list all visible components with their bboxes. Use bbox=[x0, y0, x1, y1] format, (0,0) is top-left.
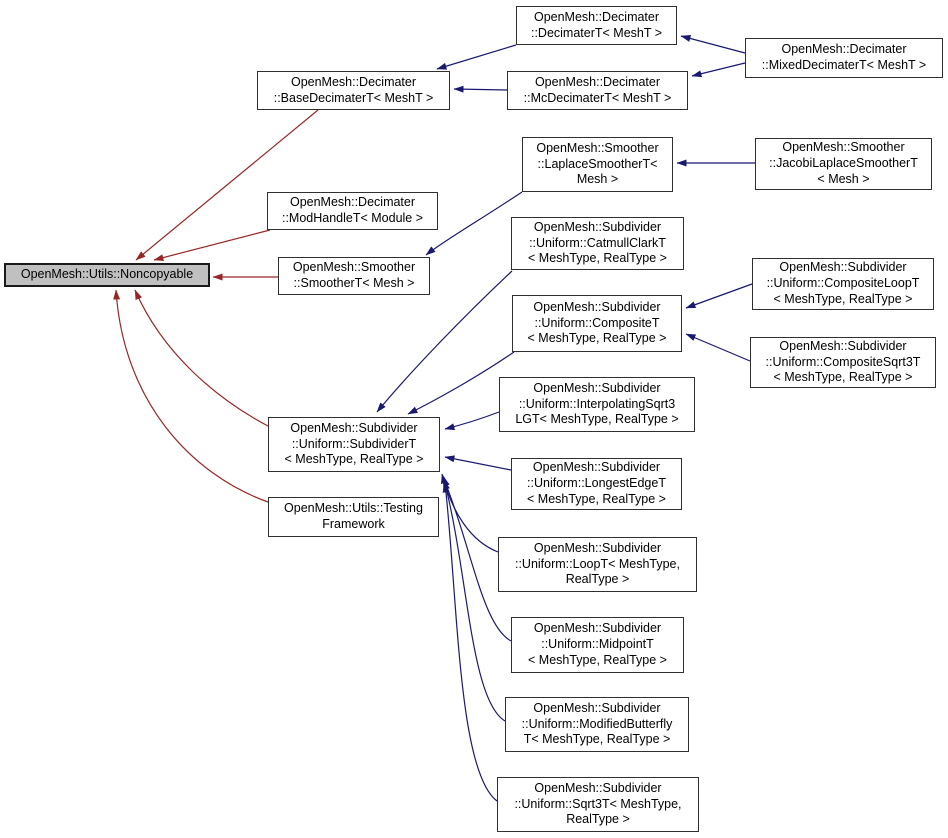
edge-mixeddecimater-to-decimater bbox=[680, 35, 746, 54]
class-node-subdivider[interactable]: OpenMesh::Subdivider ::Uniform::Subdivid… bbox=[268, 417, 440, 472]
edge-mixeddecimater-to-mcdecimater bbox=[691, 62, 746, 78]
edge-testingframework-to-noncopyable bbox=[113, 289, 269, 503]
edge-compositeloop-to-composite bbox=[685, 283, 753, 309]
class-node-longest-edge[interactable]: OpenMesh::Subdivider ::Uniform::LongestE… bbox=[511, 458, 682, 510]
edge-decimater-to-basedecimater bbox=[436, 44, 517, 70]
class-node-composite-loop[interactable]: OpenMesh::Subdivider ::Uniform::Composit… bbox=[752, 258, 934, 310]
class-node-testing-framework[interactable]: OpenMesh::Utils::Testing Framework bbox=[268, 497, 439, 537]
class-node-noncopyable: OpenMesh::Utils::Noncopyable bbox=[4, 263, 210, 287]
edge-midpoint-to-subdivider bbox=[442, 476, 512, 642]
edge-subdivider-to-noncopyable bbox=[134, 289, 269, 427]
edge-compositesqrt3-to-composite bbox=[685, 333, 751, 362]
edge-modhandle-to-noncopyable bbox=[153, 229, 271, 262]
class-node-decimater[interactable]: OpenMesh::Decimater ::DecimaterT< MeshT … bbox=[516, 6, 677, 45]
class-node-loop[interactable]: OpenMesh::Subdivider ::Uniform::LoopT< M… bbox=[498, 537, 697, 592]
class-node-composite[interactable]: OpenMesh::Subdivider ::Uniform::Composit… bbox=[512, 295, 682, 352]
class-node-smoother[interactable]: OpenMesh::Smoother ::SmootherT< Mesh > bbox=[278, 257, 430, 295]
class-node-jacobi-laplace[interactable]: OpenMesh::Smoother ::JacobiLaplaceSmooth… bbox=[755, 138, 932, 190]
class-node-modified-butterfly[interactable]: OpenMesh::Subdivider ::Uniform::Modified… bbox=[505, 697, 689, 752]
class-node-midpoint[interactable]: OpenMesh::Subdivider ::Uniform::Midpoint… bbox=[511, 617, 684, 673]
edge-longestedge-to-subdivider bbox=[444, 455, 512, 471]
edge-composite-to-subdivider bbox=[407, 351, 515, 415]
edge-catmullclark-to-subdivider bbox=[376, 270, 513, 413]
edge-mcdecimater-to-basedecimater bbox=[453, 85, 508, 93]
class-node-composite-sqrt3[interactable]: OpenMesh::Subdivider ::Uniform::Composit… bbox=[750, 337, 936, 388]
class-node-mixed-decimater[interactable]: OpenMesh::Decimater ::MixedDecimaterT< M… bbox=[745, 38, 943, 78]
class-node-mod-handle[interactable]: OpenMesh::Decimater ::ModHandleT< Module… bbox=[267, 192, 438, 230]
edge-laplacesmoother-to-smoother bbox=[425, 191, 523, 256]
class-node-interpolating-sqrt3[interactable]: OpenMesh::Subdivider ::Uniform::Interpol… bbox=[499, 377, 695, 432]
edge-modifiedbutterfly-to-subdivider bbox=[443, 479, 506, 722]
edge-sqrt3-to-subdivider bbox=[442, 482, 498, 802]
class-node-sqrt3[interactable]: OpenMesh::Subdivider ::Uniform::Sqrt3T< … bbox=[497, 777, 699, 832]
class-node-base-decimater[interactable]: OpenMesh::Decimater ::BaseDecimaterT< Me… bbox=[257, 71, 450, 110]
edge-basedecimater-to-noncopyable bbox=[135, 109, 319, 261]
edge-interpolatingsqrt3-to-subdivider bbox=[444, 411, 500, 431]
class-node-catmull-clark[interactable]: OpenMesh::Subdivider ::Uniform::CatmullC… bbox=[511, 217, 684, 270]
class-node-mc-decimater[interactable]: OpenMesh::Decimater ::McDecimaterT< Mesh… bbox=[507, 71, 688, 110]
class-node-laplace-smoother[interactable]: OpenMesh::Smoother ::LaplaceSmootherT< M… bbox=[522, 137, 673, 192]
